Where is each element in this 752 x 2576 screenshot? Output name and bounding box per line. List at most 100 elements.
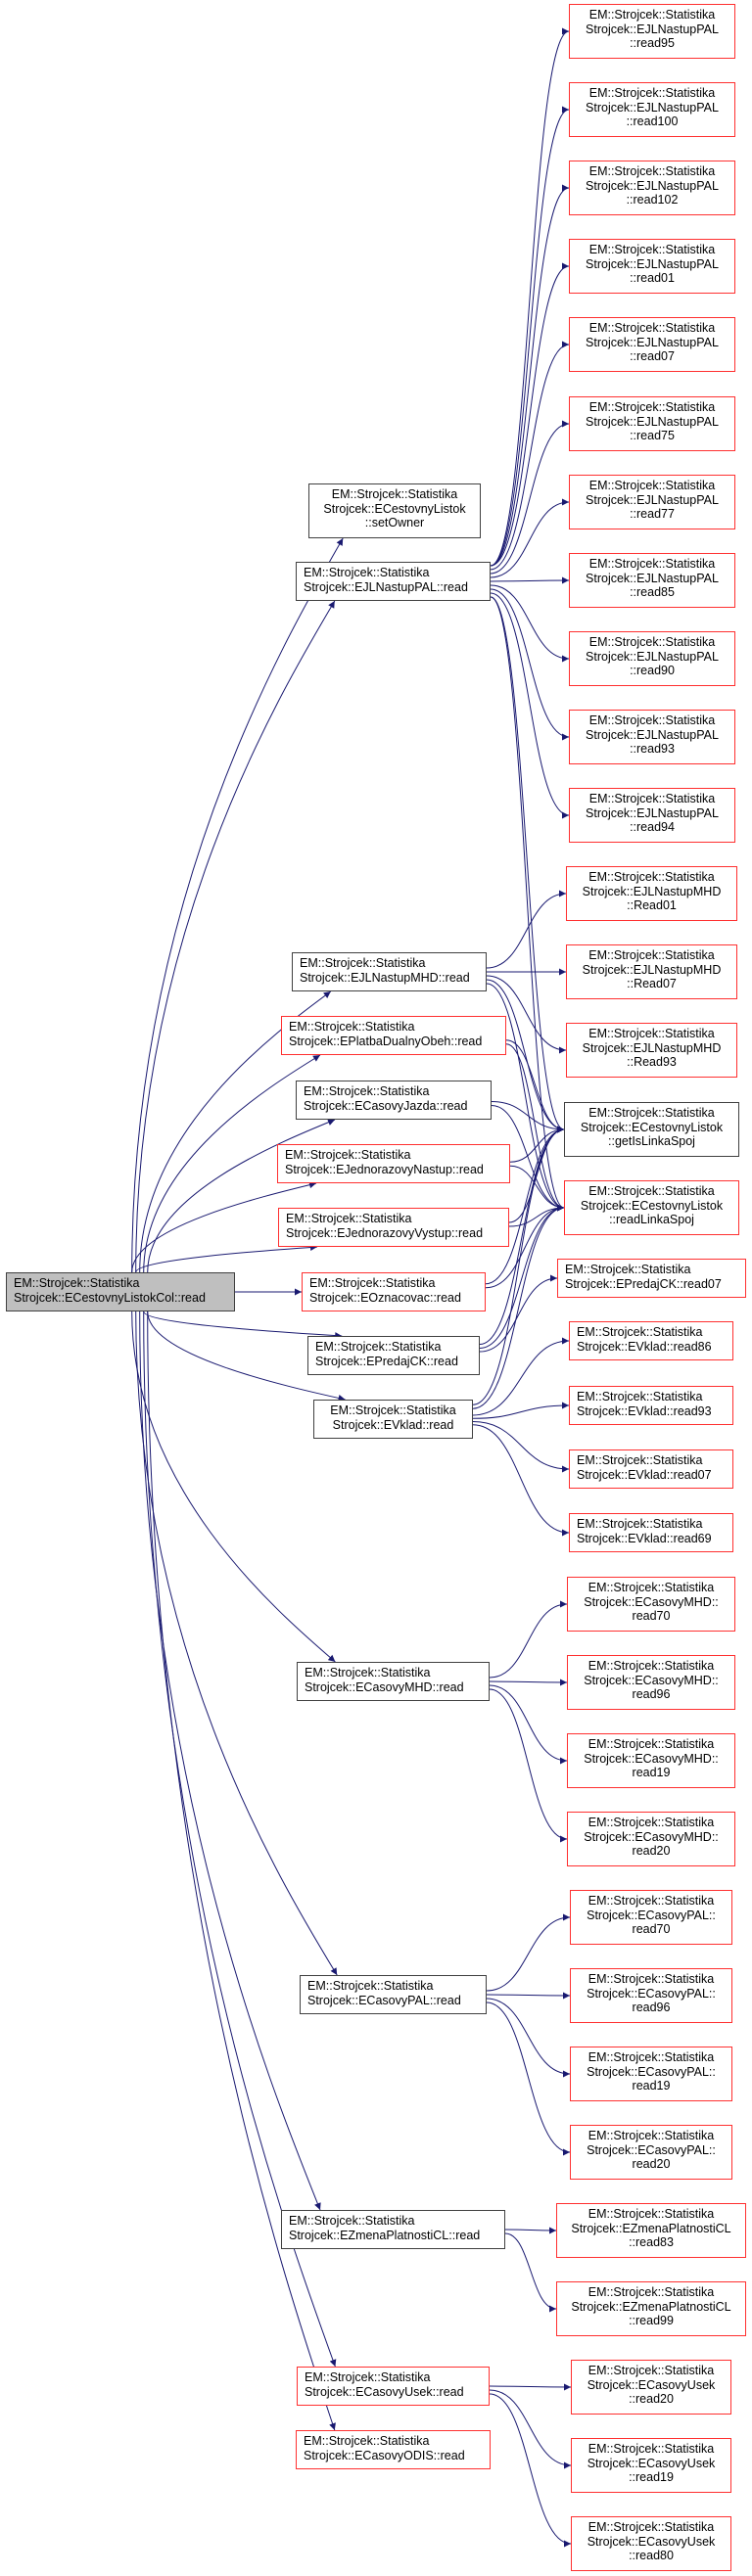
call-edge-ejlnastuppal-read-to-pal-read102 xyxy=(490,184,570,567)
call-edge-ecasovyjazda-read-to-getislinkaspoj xyxy=(491,1101,565,1133)
node-label-line: ::read83 xyxy=(629,2235,674,2249)
node-label-line: EM::Strojcek::Statistika xyxy=(588,870,715,884)
call-edge-root-to-ecasovyodis-read xyxy=(147,1311,336,2431)
call-edge-ecasovypal-read-to-cpal-read70 xyxy=(486,1913,571,1992)
call-edge-ejlnastupmhd-read-to-mhd-read01 xyxy=(486,890,567,969)
call-edge-root-to-ejlnastupmhd-read xyxy=(139,990,332,1273)
call-edge-ecasovymhd-read-to-cmhd-read70 xyxy=(489,1600,568,1679)
node-label-line: Strojcek::EVklad::read69 xyxy=(577,1531,712,1545)
node-label-line: EM::Strojcek::Statistika xyxy=(588,1737,715,1751)
call-edge-ecasovymhd-read-to-cmhd-read19 xyxy=(489,1684,568,1765)
node-label-line: Strojcek::EVklad::read86 xyxy=(577,1339,712,1354)
node-label-line: EM::Strojcek::Statistika xyxy=(577,1517,703,1531)
node-label-line: Strojcek::ECasovyMHD:: xyxy=(584,1594,719,1609)
node-label-line: Strojcek::ECestovnyListokCol::read xyxy=(14,1290,206,1305)
call-edge-eoznacovac-read-to-readlinkaspoj xyxy=(485,1204,565,1289)
node-label-line: EM::Strojcek::Statistika xyxy=(309,1276,436,1290)
node-label-line: read96 xyxy=(632,2001,671,2014)
node-label-line: ::read95 xyxy=(630,36,675,50)
node-label-line: EM::Strojcek::Statistika xyxy=(588,321,716,335)
node-label-line: Strojcek::EVklad::read93 xyxy=(577,1403,712,1418)
node-label-line: ::Read93 xyxy=(627,1055,677,1069)
call-edge-epredajck-read-to-readlinkaspoj xyxy=(479,1204,565,1349)
node-label-line: Strojcek::ECasovyUsek xyxy=(587,2456,716,2470)
node-label-line: EM::Strojcek::Statistika xyxy=(588,557,716,571)
node-label-line: EM::Strojcek::Statistika xyxy=(588,86,716,100)
node-label-line: read20 xyxy=(632,2157,671,2171)
node-label-line: ::read102 xyxy=(626,193,679,207)
node-label-line: Strojcek::ECasovyUsek::read xyxy=(305,2384,464,2399)
node-label-line: ::read20 xyxy=(629,2392,674,2406)
node-label-line: EM::Strojcek::Statistika xyxy=(588,479,716,492)
node-label-line: EM::Strojcek::Statistika xyxy=(588,792,716,805)
node-label-line: ::Read07 xyxy=(627,977,677,990)
call-edge-ecasovypal-read-to-cpal-read19 xyxy=(486,1998,571,2078)
node-label-line: Strojcek::EJLNastupPAL xyxy=(586,22,719,36)
node-label-line: Strojcek::EJLNastupPAL xyxy=(586,335,719,349)
call-edge-root-to-epredajck-read xyxy=(143,1311,343,1340)
node-label-line: EM::Strojcek::Statistika xyxy=(286,1212,412,1225)
node-label-line: read20 xyxy=(632,1844,671,1858)
node-label-line: EM::Strojcek::Statistika xyxy=(289,1020,415,1034)
node-label-line: Strojcek::EPredajCK::read07 xyxy=(565,1276,722,1291)
call-edge-evklad-read-to-evklad-read86 xyxy=(472,1337,570,1416)
node-label-line: EM::Strojcek::Statistika xyxy=(588,1106,715,1120)
call-edge-ecasovymhd-read-to-cmhd-read20 xyxy=(489,1688,568,1843)
node-label-line: EM::Strojcek::Statistika xyxy=(300,956,426,970)
call-edge-evklad-read-to-evklad-read07 xyxy=(472,1421,570,1473)
node-label-line: Strojcek::EJLNastupPAL xyxy=(586,178,719,193)
node-label-line: Strojcek::EPlatbaDualnyObeh::read xyxy=(289,1034,483,1048)
call-edge-root-to-ejlnastuppal-read xyxy=(135,600,336,1273)
